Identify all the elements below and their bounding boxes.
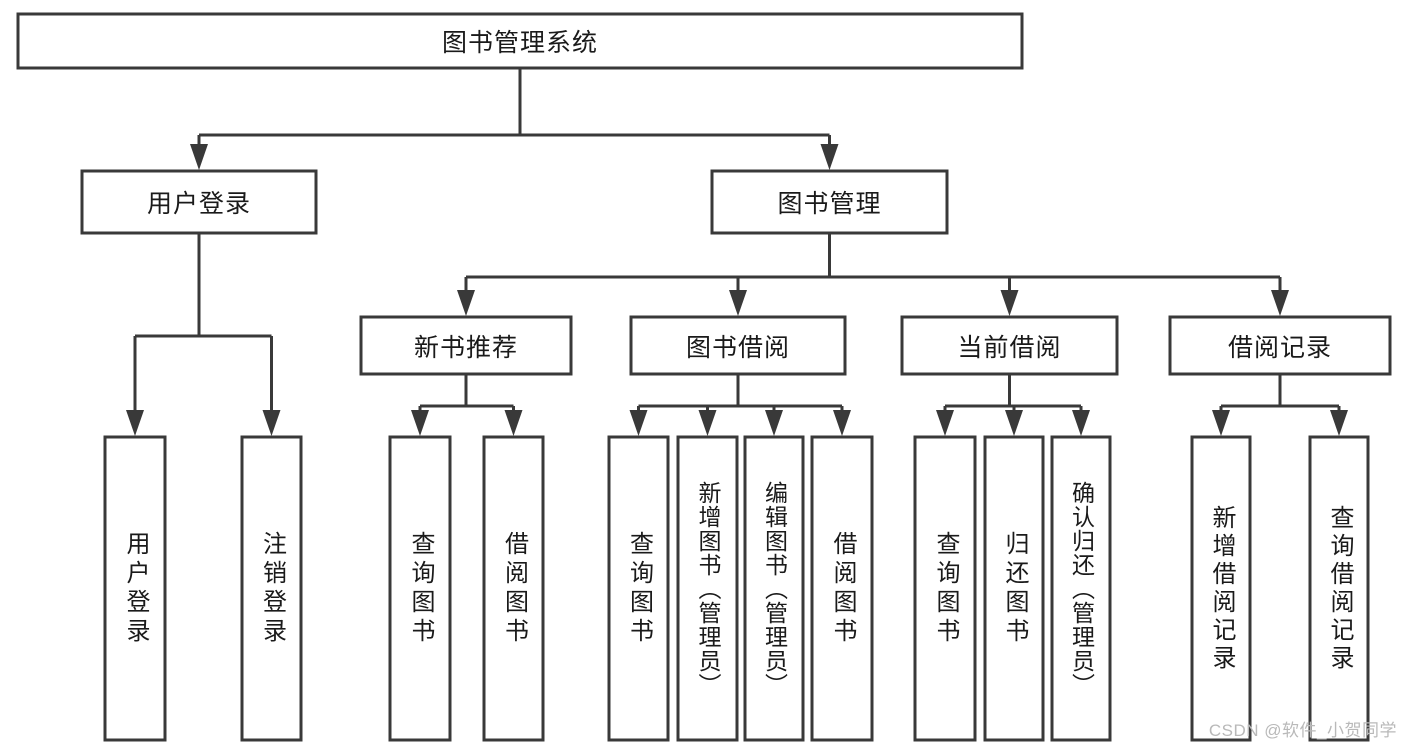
arrow-head-icon	[820, 144, 839, 170]
node-box-leaf-user-login[interactable]	[103, 435, 167, 742]
arrow-head-icon	[729, 290, 747, 316]
arrow-head-icon	[1072, 410, 1090, 436]
arrow-head-icon	[457, 290, 475, 316]
node-box-leaf-current-confirm[interactable]	[1050, 435, 1112, 742]
arrow-head-icon	[765, 410, 783, 436]
node-box-leaf-records-query[interactable]	[1308, 435, 1370, 742]
node-box-current[interactable]	[900, 315, 1119, 376]
node-box-leaf-records-add[interactable]	[1190, 435, 1252, 742]
arrow-head-icon	[411, 410, 429, 436]
arrow-head-icon	[126, 410, 144, 436]
arrow-head-icon	[1005, 410, 1023, 436]
node-box-leaf-newbook-query[interactable]	[388, 435, 452, 742]
node-box-leaf-borrow-lend[interactable]	[810, 435, 874, 742]
node-box-leaf-current-query[interactable]	[913, 435, 977, 742]
node-box-leaf-borrow-add[interactable]	[676, 435, 739, 742]
arrow-head-icon	[504, 410, 523, 436]
arrow-head-icon	[698, 410, 717, 436]
arrow-head-icon	[629, 410, 648, 436]
node-box-leaf-current-return[interactable]	[983, 435, 1045, 742]
arrow-head-icon	[1000, 290, 1019, 316]
node-box-records[interactable]	[1168, 315, 1392, 376]
arrow-head-icon	[190, 144, 208, 170]
connector-group-records	[1212, 374, 1348, 436]
arrow-head-icon	[1330, 410, 1348, 436]
node-box-leaf-user-logout[interactable]	[240, 435, 303, 742]
connector-group-login	[126, 233, 281, 436]
connector-group-current	[936, 374, 1090, 436]
connector-group-newbook	[411, 374, 523, 436]
node-box-leaf-borrow-query[interactable]	[607, 435, 670, 742]
arrow-head-icon	[936, 410, 954, 436]
node-box-borrow[interactable]	[629, 315, 847, 376]
node-box-newbook[interactable]	[359, 315, 573, 376]
connector-group-bookmgmt	[457, 233, 1289, 316]
arrow-head-icon	[1212, 410, 1230, 436]
node-box-root[interactable]	[16, 12, 1024, 70]
connector-group-borrow	[629, 374, 851, 436]
arrow-head-icon	[833, 410, 851, 436]
node-box-bookmgmt[interactable]	[710, 169, 949, 235]
arrow-head-icon	[1271, 290, 1289, 316]
arrow-head-icon	[262, 410, 281, 436]
node-box-login[interactable]	[80, 169, 318, 235]
node-box-leaf-newbook-borrow[interactable]	[482, 435, 545, 742]
connector-group-root	[190, 68, 839, 170]
node-box-leaf-borrow-edit[interactable]	[743, 435, 805, 742]
